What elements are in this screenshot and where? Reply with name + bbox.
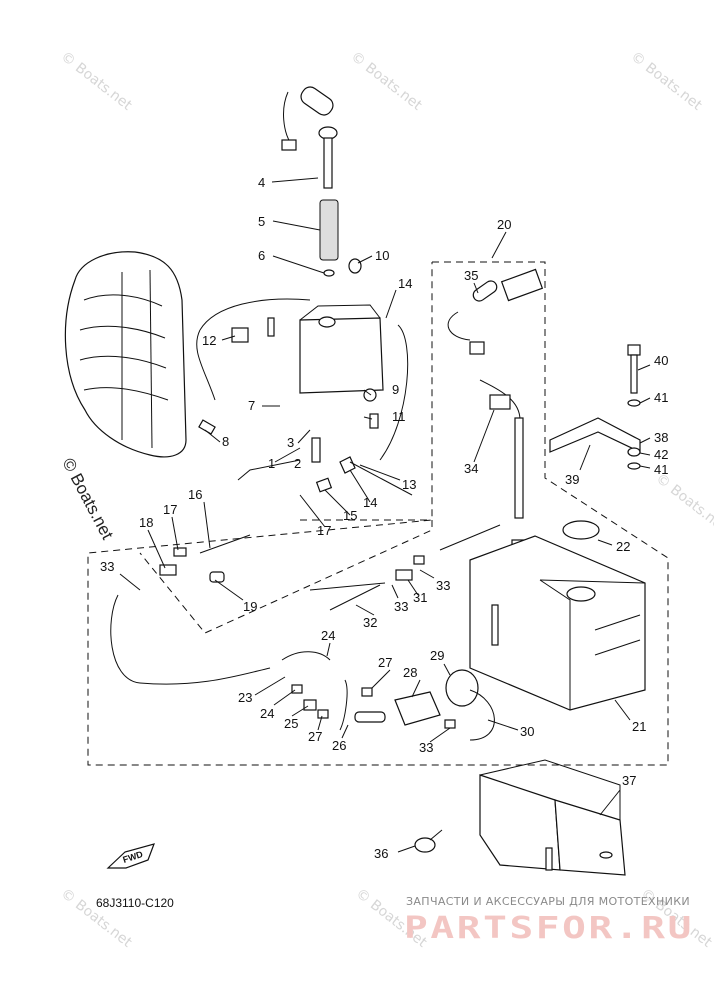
callout-3: 3 [287, 435, 294, 450]
callout-7: 7 [248, 398, 255, 413]
tank-tray [479, 759, 626, 876]
callout-15: 15 [343, 508, 357, 523]
callout-24: 24 [321, 628, 335, 643]
callout-6: 6 [258, 248, 265, 263]
callout-33: 33 [100, 559, 114, 574]
fwd-arrow-icon [106, 843, 155, 869]
right-components [447, 268, 641, 555]
callout-37: 37 [622, 773, 636, 788]
assembly-boundaries [87, 261, 669, 766]
callout-9: 9 [392, 382, 399, 397]
callout-18: 18 [139, 515, 153, 530]
callout-17: 17 [163, 502, 177, 517]
upper-components [196, 86, 413, 496]
callout-38: 38 [654, 430, 668, 445]
callout-12: 12 [202, 333, 216, 348]
callout-22: 22 [616, 539, 630, 554]
side-watermark: © Boats.net [58, 455, 117, 543]
callout-28: 28 [403, 665, 417, 680]
callout-24: 24 [260, 706, 274, 721]
callout-21: 21 [632, 719, 646, 734]
fwd-arrow: FWD [106, 843, 155, 869]
watermark: © Boats.net [628, 49, 706, 115]
callout-32: 32 [363, 615, 377, 630]
callout-29: 29 [430, 648, 444, 663]
callout-42: 42 [654, 447, 668, 462]
callout-39: 39 [565, 472, 579, 487]
callout-27: 27 [378, 655, 392, 670]
watermark-layer: © Boats.net © Boats.net © Boats.net © Bo… [58, 49, 714, 952]
callout-33: 33 [394, 599, 408, 614]
callout-13: 13 [402, 477, 416, 492]
callout-35: 35 [464, 268, 478, 283]
callout-8: 8 [222, 434, 229, 449]
callout-labels: 4 5 6 10 14 12 7 9 11 8 3 1 2 13 14 15 1… [100, 175, 668, 861]
watermark: © Boats.net [58, 49, 136, 115]
boundary-assembly-20 [87, 261, 669, 766]
callout-11: 11 [392, 409, 406, 424]
callout-33: 33 [436, 578, 450, 593]
callout-19: 19 [243, 599, 257, 614]
callout-31: 31 [413, 590, 427, 605]
callout-10: 10 [375, 248, 389, 263]
brand-logo: ЗАПЧАСТИ И АКСЕССУАРЫ ДЛЯ МОТОТЕХНИКИ PA… [404, 896, 694, 946]
callout-40: 40 [654, 353, 668, 368]
boundary-assembly-1 [139, 519, 433, 634]
callout-33: 33 [419, 740, 433, 755]
callout-16: 16 [188, 487, 202, 502]
leader-lines [119, 177, 651, 853]
callout-17: 17 [317, 523, 331, 538]
callout-5: 5 [258, 214, 265, 229]
reference-code: 68J3110-C120 [96, 896, 174, 910]
lower-components [110, 524, 501, 741]
watermark: © Boats.net [348, 49, 426, 115]
callout-26: 26 [332, 738, 346, 753]
callout-41: 41 [654, 462, 668, 477]
callout-14: 14 [363, 495, 377, 510]
callout-23: 23 [238, 690, 252, 705]
callout-25: 25 [284, 716, 298, 731]
engine-cover [64, 251, 187, 458]
brand-subtitle: ЗАПЧАСТИ И АКСЕССУАРЫ ДЛЯ МОТОТЕХНИКИ [406, 896, 690, 908]
callout-27: 27 [308, 729, 322, 744]
callout-4: 4 [258, 175, 265, 190]
clip-36 [414, 829, 443, 853]
watermark: © Boats.net [653, 471, 714, 537]
callout-2: 2 [294, 456, 301, 471]
brand-name: PARTSFOR.RU [404, 911, 694, 946]
callout-36: 36 [374, 846, 388, 861]
callout-30: 30 [520, 724, 534, 739]
callout-1: 1 [268, 456, 275, 471]
callout-14: 14 [398, 276, 412, 291]
fuel-tank-assembly [469, 520, 646, 711]
callout-34: 34 [464, 461, 478, 476]
callout-41: 41 [654, 390, 668, 405]
callout-20: 20 [497, 217, 511, 232]
